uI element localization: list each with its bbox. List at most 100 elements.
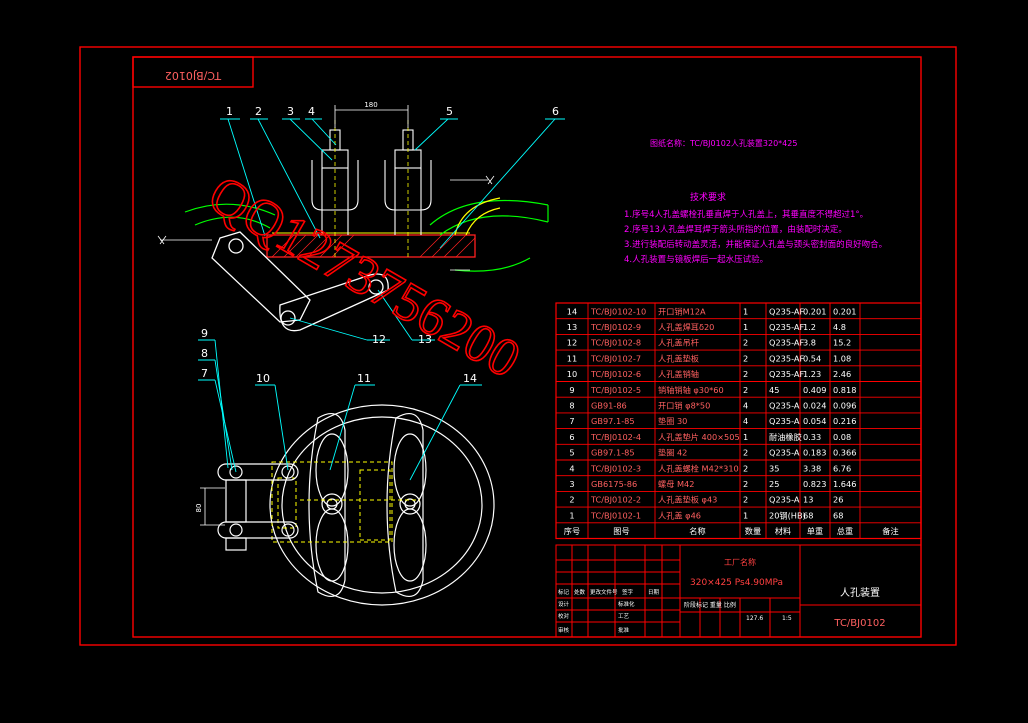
sign-label-5: 日期	[648, 589, 660, 596]
bom-cell-total: 1.646	[833, 479, 856, 489]
bom-cell-code: TC/BJ0102-2	[590, 495, 641, 505]
notes: 图纸名称：TC/BJ0102人孔装置320*425 技术要求 1.序号4人孔盖螺…	[624, 138, 887, 265]
bom-cell-mat: Q235-AF	[769, 322, 804, 332]
bom-cell-no: 13	[567, 322, 577, 332]
bom-cell-mat: 35	[769, 463, 779, 473]
tech-line-1: 1.序号4人孔盖螺栓孔垂直焊于人孔盖上，其垂直度不得超过1°。	[624, 209, 868, 220]
bom-cell-code: TC/BJ0102-3	[590, 463, 641, 473]
bom-cell-name: 销轴销轴 φ30*60	[658, 385, 724, 395]
bom-cell-total: 0.818	[833, 385, 856, 395]
bom-cell-mat: Q235-A	[769, 448, 800, 458]
bom-cell-no: 14	[567, 306, 577, 316]
bom-cell-unit: 1.23	[803, 369, 821, 379]
stage-labels: 阶段标记 重量 比例	[684, 601, 736, 609]
bom-cell-unit: 3.8	[803, 338, 816, 348]
bom-cell-name: 螺母 M42	[658, 479, 694, 489]
bom-cell-code: TC/BJ0102-4	[590, 432, 641, 442]
company-name: 工厂名称	[724, 557, 756, 567]
bom-cell-qty: 1	[743, 510, 748, 520]
bom-cell-mat: 25	[769, 479, 779, 489]
bom-cell-qty: 4	[743, 416, 748, 426]
callout-14: 14	[463, 372, 477, 385]
bom-cell-total: 0.216	[833, 416, 856, 426]
bom-cell-no: 7	[569, 416, 574, 426]
bom-cell-mat: Q235-AF	[769, 369, 804, 379]
dimension-180: 180	[364, 101, 377, 109]
bom-cell-unit: 0.409	[803, 385, 826, 395]
bom-cell-mat: Q235-A	[769, 495, 800, 505]
bom-cell-total: 0.096	[833, 401, 856, 411]
bom-header-cell: 序号	[564, 526, 580, 536]
weight-value: 127.6	[746, 615, 763, 622]
bom-cell-total: 15.2	[833, 338, 851, 348]
role-label-6: 批准	[618, 626, 630, 634]
bom-cell-qty: 1	[743, 322, 748, 332]
callout-11: 11	[357, 372, 371, 385]
bom-cell-unit: 0.823	[803, 479, 826, 489]
bom-cell-no: 11	[567, 353, 577, 363]
dimension-80: 80	[195, 504, 203, 513]
rotated-drawing-number: TC/BJ0102	[165, 69, 222, 82]
title-block-text: 工厂名称 320×425 Ps4.90MPa 人孔装置 TC/BJ0102 阶段…	[558, 557, 886, 634]
bom-cell-unit: 68	[803, 510, 813, 520]
bom-cell-mat: Q235-AF	[769, 338, 804, 348]
cover-plate	[266, 234, 476, 258]
bom-cell-total: 2.46	[833, 369, 851, 379]
plan-view: 80 9 8 7 10 11 14	[195, 327, 495, 606]
bom-cell-unit: 0.33	[803, 432, 821, 442]
bom-cell-qty: 2	[743, 463, 748, 473]
bom-cell-qty: 2	[743, 353, 748, 363]
sign-label-3: 更改文件号	[590, 588, 618, 596]
bom-cell-qty: 2	[743, 369, 748, 379]
bom-cell-total: 68	[833, 510, 843, 520]
bom-cell-qty: 2	[743, 448, 748, 458]
bom-cell-name: 人孔盖垫板	[658, 353, 699, 363]
bom-header-cell: 材料	[775, 526, 791, 536]
bom-cell-name: 开口销 φ8*50	[658, 401, 710, 411]
bom-cell-total: 4.8	[833, 322, 846, 332]
drawing-name-note: 图纸名称：TC/BJ0102人孔装置320*425	[650, 138, 797, 148]
bom-cell-unit: 3.38	[803, 463, 821, 473]
role-label-2: 校对	[558, 612, 570, 620]
bom-cell-no: 1	[569, 510, 574, 520]
bom-cell-name: 人孔盖销轴	[658, 369, 699, 379]
tech-line-4: 4.人孔装置与镜板焊后一起水压试验。	[624, 254, 768, 265]
bom-cell-code: TC/BJ0102-1	[590, 510, 641, 520]
bom-cell-no: 9	[569, 385, 574, 395]
bom-cell-qty: 2	[743, 338, 748, 348]
bom-cell-total: 26	[833, 495, 843, 505]
bom-cell-code: GB91-86	[591, 401, 627, 411]
bom-cell-code: GB97.1-85	[591, 416, 635, 426]
bom-cell-no: 2	[569, 495, 574, 505]
bom-cell-unit: 0.54	[803, 353, 821, 363]
tech-line-2: 2.序号13人孔盖焊耳焊于箭头所指的位置，由装配时决定。	[624, 224, 847, 235]
callout-7: 7	[201, 367, 208, 380]
bom-cell-unit: 0.201	[803, 306, 826, 316]
bom-cell-no: 12	[567, 338, 577, 348]
bom-cell-code: TC/BJ0102-8	[590, 338, 641, 348]
bom-cell-name: 人孔盖吊杆	[658, 338, 699, 348]
bom-cell-unit: 0.054	[803, 416, 826, 426]
bom-cell-no: 8	[569, 401, 574, 411]
callout-10: 10	[256, 372, 270, 385]
bom-cell-mat: 耐油橡胶	[769, 432, 802, 442]
bom-cell-total: 0.201	[833, 306, 856, 316]
bom-cell-mat: 45	[769, 385, 779, 395]
bom-cell-name: 开口销M12A	[658, 306, 706, 316]
bom-cell-no: 6	[569, 432, 574, 442]
bom-cell-unit: 1.2	[803, 322, 816, 332]
bom-header-cell: 名称	[689, 526, 705, 536]
callout-9: 9	[201, 327, 208, 340]
title-block	[555, 544, 922, 638]
callout-6: 6	[552, 105, 559, 118]
bom-cell-mat: Q235-A	[769, 401, 800, 411]
bom-cell-name: 垫圈 42	[658, 448, 687, 458]
role-label-4: 工艺	[618, 613, 630, 620]
bom-cell-code: TC/BJ0102-5	[590, 385, 641, 395]
drawing-number: TC/BJ0102	[833, 618, 885, 629]
bom-cell-mat: Q235-AF	[769, 353, 804, 363]
scale-value: 1:5	[782, 615, 792, 622]
bom-cell-unit: 0.183	[803, 448, 826, 458]
bom-cell-qty: 1	[743, 306, 748, 316]
